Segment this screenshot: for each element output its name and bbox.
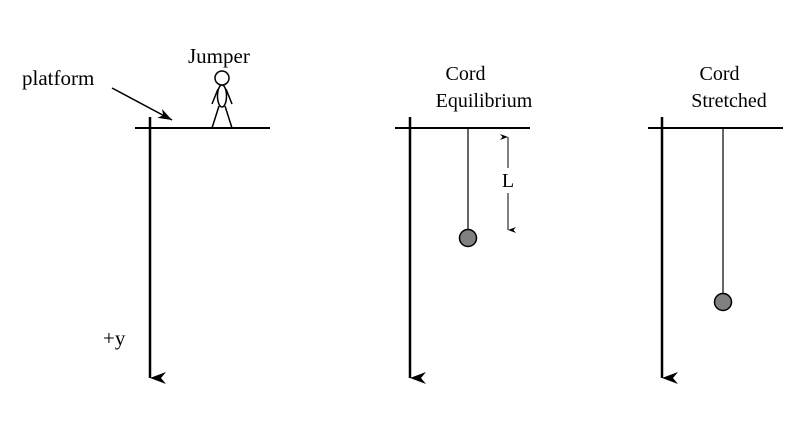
mass-ball bbox=[713, 292, 733, 312]
length-label: L bbox=[502, 170, 514, 192]
panel-platform: +y platform Jumper bbox=[22, 44, 270, 384]
equilibrium-title: Cord Equilibrium bbox=[436, 63, 533, 112]
stretched-title: Cord Stretched bbox=[691, 63, 767, 112]
platform-pointer-arrow bbox=[111, 87, 173, 121]
y-axis-label: +y bbox=[103, 326, 126, 350]
jumper-label: Jumper bbox=[188, 44, 250, 68]
stick-figure-icon bbox=[207, 70, 237, 129]
panel-cord-stretched: Cord Stretched bbox=[648, 63, 783, 384]
panel-cord-equilibrium: Cord Equilibrium L bbox=[395, 63, 533, 384]
mass-ball bbox=[458, 228, 478, 248]
platform-label: platform bbox=[22, 66, 94, 90]
